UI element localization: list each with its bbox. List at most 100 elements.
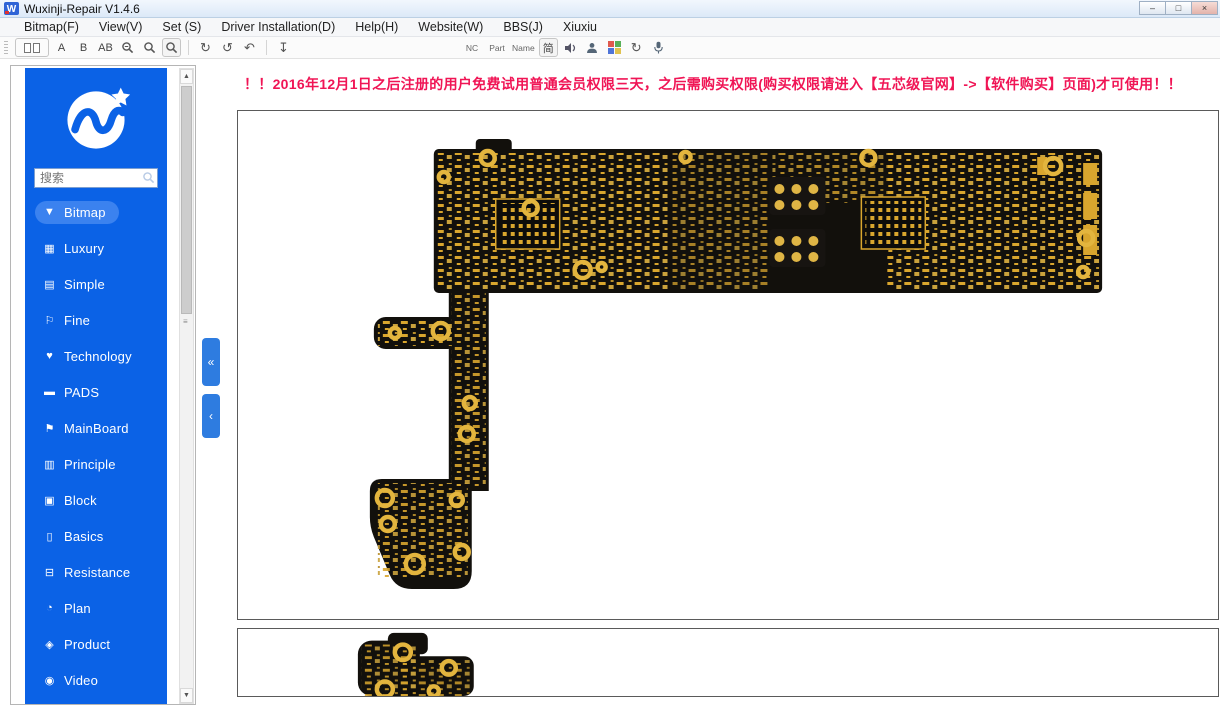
sidebar-item-plan[interactable]: ◔ Plan xyxy=(25,590,167,626)
zoom-in-button[interactable] xyxy=(118,38,137,57)
sidebar-item-label: Fine xyxy=(64,312,91,328)
rotate-left-button[interactable]: ↺ xyxy=(218,38,237,57)
sidebar-item-icon: ◉ xyxy=(44,674,55,687)
sidebar-item-icon: ◔ xyxy=(46,602,53,614)
sidebar-item-principle[interactable]: ▥ Principle xyxy=(25,446,167,482)
collapse-step-button[interactable]: ‹ xyxy=(202,394,220,438)
sidebar-scrollbar[interactable]: ▲ ≡ ▼ xyxy=(179,68,194,704)
sidebar-item-bitmap[interactable]: ▼ Bitmap xyxy=(25,194,167,230)
trial-notice-text: ！！2016年12月1日之后注册的用户免费试用普通会员权限三天，之后需购买权限(… xyxy=(244,76,1182,92)
zoom-region-button[interactable] xyxy=(162,38,181,57)
sidebar-item-luxury[interactable]: ▦ Luxury xyxy=(25,230,167,266)
name-toggle-button[interactable]: Name xyxy=(511,38,536,57)
sidebar-item-label: Block xyxy=(64,492,97,508)
svg-text:W: W xyxy=(7,4,17,15)
menu-driver-installation[interactable]: Driver Installation(D) xyxy=(221,20,336,34)
user-account-button[interactable] xyxy=(583,38,602,57)
color-palette-button[interactable] xyxy=(605,38,624,57)
sidebar-item-block[interactable]: ▣ Block xyxy=(25,482,167,518)
sidebar-item-mainboard[interactable]: ⚑ MainBoard xyxy=(25,410,167,446)
menu-bbs[interactable]: BBS(J) xyxy=(503,20,543,34)
part-toggle-button[interactable]: Part xyxy=(486,38,508,57)
scrollbar-thumb[interactable] xyxy=(181,86,192,314)
sidebar-item-icon: ▬ xyxy=(44,386,55,398)
sidebar-item-icon: ▥ xyxy=(44,458,55,471)
microphone-icon xyxy=(653,41,663,54)
sidebar-nav: ▼ Bitmap ▦ Luxury ▤ Simple xyxy=(25,194,167,698)
sidebar: ▼ Bitmap ▦ Luxury ▤ Simple xyxy=(25,68,167,704)
move-down-button[interactable]: ↧ xyxy=(274,38,293,57)
minimize-button[interactable]: – xyxy=(1139,1,1166,15)
language-toggle-button[interactable]: 简 xyxy=(538,38,558,57)
left-panel: ▼ Bitmap ▦ Luxury ▤ Simple xyxy=(10,65,196,705)
toolbar-separator xyxy=(188,40,189,55)
app-logo xyxy=(25,68,167,160)
toolbar-separator xyxy=(266,40,267,55)
collapse-sidebar-button[interactable]: « xyxy=(202,338,220,386)
refresh-button[interactable]: ↻ xyxy=(627,38,646,57)
sidebar-item-simple[interactable]: ▤ Simple xyxy=(25,266,167,302)
palette-icon xyxy=(607,41,621,54)
sidebar-item-label: Bitmap xyxy=(64,204,106,220)
sidebar-item-icon: ▤ xyxy=(44,278,55,291)
toolbar-grip-icon xyxy=(4,40,8,55)
toolbar: A B AB ↻ ↺ ↶ ↧ NC Part Name 简 ↻ xyxy=(0,37,1220,59)
sidebar-item-icon: ▣ xyxy=(44,494,55,507)
sidebar-item-icon: ▦ xyxy=(44,242,55,255)
nc-toggle-button[interactable]: NC xyxy=(461,38,483,57)
close-button[interactable]: × xyxy=(1191,1,1218,15)
scroll-down-icon[interactable]: ▼ xyxy=(180,688,193,703)
menu-set[interactable]: Set (S) xyxy=(162,20,202,34)
sidebar-item-label: Simple xyxy=(64,276,105,292)
pcb-preview-image xyxy=(357,632,474,696)
sidebar-item-icon: ⊟ xyxy=(44,566,55,579)
menu-bitmap[interactable]: Bitmap(F) xyxy=(24,20,79,34)
sidebar-item-label: Resistance xyxy=(64,564,131,580)
undo-button[interactable]: ↶ xyxy=(240,38,259,57)
sidebar-item-video[interactable]: ◉ Video xyxy=(25,662,167,698)
user-icon xyxy=(587,42,598,53)
microphone-button[interactable] xyxy=(649,38,668,57)
sidebar-item-basics[interactable]: ▯ Basics xyxy=(25,518,167,554)
sidebar-item-pads[interactable]: ▬ PADS xyxy=(25,374,167,410)
page-layout-button[interactable] xyxy=(15,38,49,57)
sidebar-item-technology[interactable]: ♥ Technology xyxy=(25,338,167,374)
maximize-button[interactable]: □ xyxy=(1165,1,1192,15)
sidebar-item-label: PADS xyxy=(64,384,100,400)
sidebar-item-label: Principle xyxy=(64,456,116,472)
rotate-right-button[interactable]: ↻ xyxy=(196,38,215,57)
sound-button[interactable] xyxy=(561,38,580,57)
sidebar-item-label: Video xyxy=(64,672,99,688)
label-a-button[interactable]: A xyxy=(52,38,71,57)
sidebar-item-label: Basics xyxy=(64,528,104,544)
sidebar-item-fine[interactable]: ⚐ Fine xyxy=(25,302,167,338)
scroll-up-icon[interactable]: ▲ xyxy=(180,69,193,84)
sidebar-item-icon: ◈ xyxy=(45,638,54,651)
speaker-icon xyxy=(564,42,575,53)
page-icon xyxy=(33,42,40,53)
sidebar-item-resistance[interactable]: ⊟ Resistance xyxy=(25,554,167,590)
window-title: Wuxinji-Repair V1.4.6 xyxy=(24,1,140,16)
menu-help[interactable]: Help(H) xyxy=(355,20,399,34)
sidebar-item-icon: ⚑ xyxy=(44,422,55,435)
search-input[interactable] xyxy=(34,168,158,188)
page-icon xyxy=(24,42,31,53)
magnifier-region-icon xyxy=(166,42,178,54)
sidebar-item-label: Technology xyxy=(64,348,132,364)
menu-view[interactable]: View(V) xyxy=(98,20,143,34)
sidebar-item-label: Plan xyxy=(64,600,91,616)
sidebar-item-icon: ▼ xyxy=(44,206,55,218)
preview-board-panel[interactable] xyxy=(237,628,1219,697)
zoom-out-button[interactable] xyxy=(140,38,159,57)
label-ab-button[interactable]: AB xyxy=(96,38,115,57)
sidebar-item-label: Luxury xyxy=(64,240,105,256)
sidebar-item-product[interactable]: ◈ Product xyxy=(25,626,167,662)
menu-website[interactable]: Website(W) xyxy=(418,20,484,34)
magnifier-icon xyxy=(144,42,156,54)
main-board-panel[interactable] xyxy=(237,110,1219,620)
sidebar-item-label: MainBoard xyxy=(64,420,129,436)
sidebar-item-icon: ▯ xyxy=(46,530,53,543)
label-b-button[interactable]: B xyxy=(74,38,93,57)
menu-xiuxiu[interactable]: Xiuxiu xyxy=(562,20,597,34)
search-icon xyxy=(142,171,155,189)
